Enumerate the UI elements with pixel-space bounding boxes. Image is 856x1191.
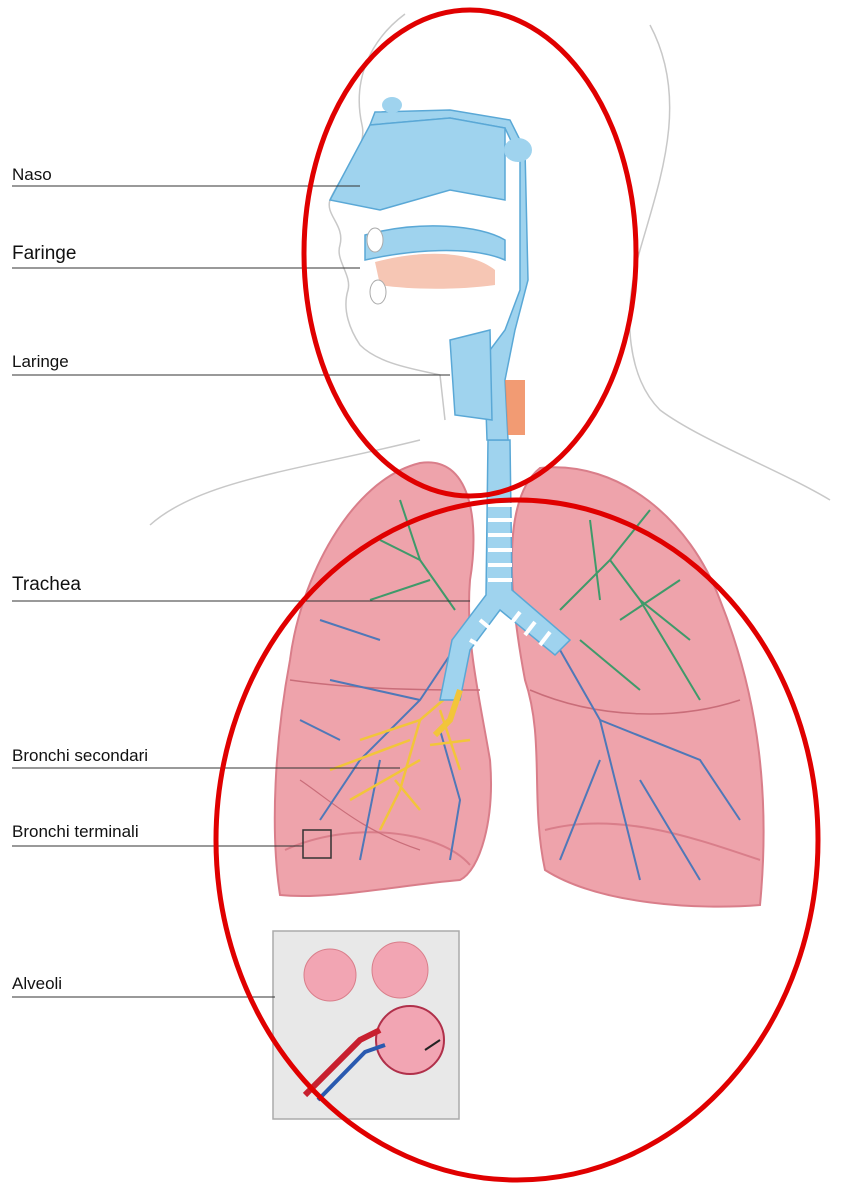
label-faringe: Faringe xyxy=(12,243,76,265)
alveoli-inset xyxy=(273,931,459,1119)
upper-airway-highlight xyxy=(304,10,636,496)
label-trachea: Trachea xyxy=(12,574,81,596)
label-naso: Naso xyxy=(12,165,52,185)
label-bronchi-secondari: Bronchi secondari xyxy=(12,746,148,766)
head-airway xyxy=(330,97,532,440)
label-bronchi-terminali: Bronchi terminali xyxy=(12,822,139,842)
label-laringe: Laringe xyxy=(12,352,69,372)
label-alveoli: Alveoli xyxy=(12,974,62,994)
